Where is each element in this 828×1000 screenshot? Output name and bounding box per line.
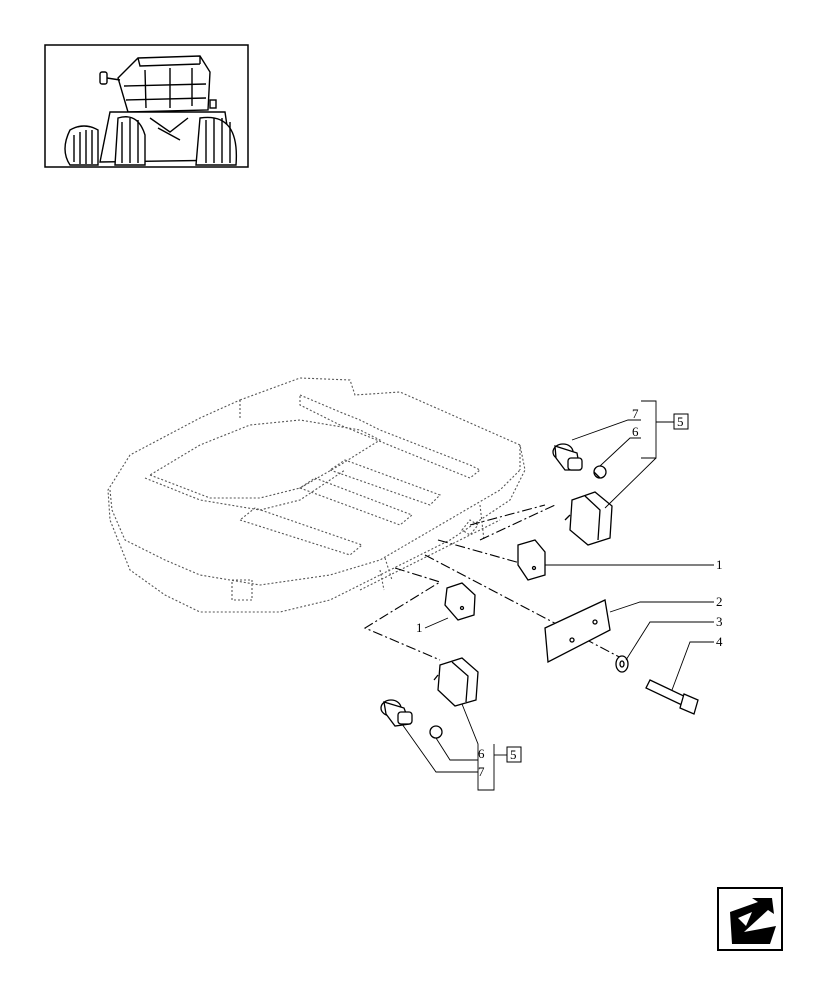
callout-5-bottom: 5 [510, 747, 517, 762]
lamp-left [444, 582, 476, 621]
callout-3: 3 [716, 614, 723, 629]
next-page-arrow-icon [730, 898, 776, 944]
bulb-holder-top [552, 443, 583, 471]
callout-1-left: 1 [416, 620, 423, 635]
callout-2: 2 [716, 594, 723, 609]
rear-lamp-bottom [433, 657, 479, 707]
callout-7-top: 7 [632, 406, 639, 421]
callout-labels: 5 7 6 1 2 3 4 1 5 6 7 [416, 406, 723, 779]
bulb-holder-bottom [380, 699, 413, 727]
callout-4: 4 [716, 634, 723, 649]
cab-platform-outline [107, 377, 526, 613]
callout-6-top: 6 [632, 424, 639, 439]
rear-lamp-top [564, 491, 613, 546]
bulb-bottom [429, 725, 443, 739]
callout-1-right: 1 [716, 557, 723, 572]
callout-5-top: 5 [677, 414, 684, 429]
bolt [645, 679, 699, 715]
assembly-lines [363, 504, 626, 661]
mounting-plate [544, 599, 611, 664]
callout-7-bottom: 7 [478, 764, 485, 779]
washer [615, 655, 629, 673]
tractor-thumbnail[interactable] [44, 44, 249, 168]
lamp-right [517, 539, 546, 581]
callout-box-5-top [673, 413, 689, 430]
leader-lines [401, 400, 714, 791]
callout-6-bottom: 6 [478, 746, 485, 761]
callout-box-5-bottom [506, 746, 522, 763]
next-page-button[interactable] [717, 887, 783, 951]
tractor-rear-view-icon [64, 55, 238, 166]
parts [380, 443, 699, 739]
bulb-top [593, 465, 607, 479]
